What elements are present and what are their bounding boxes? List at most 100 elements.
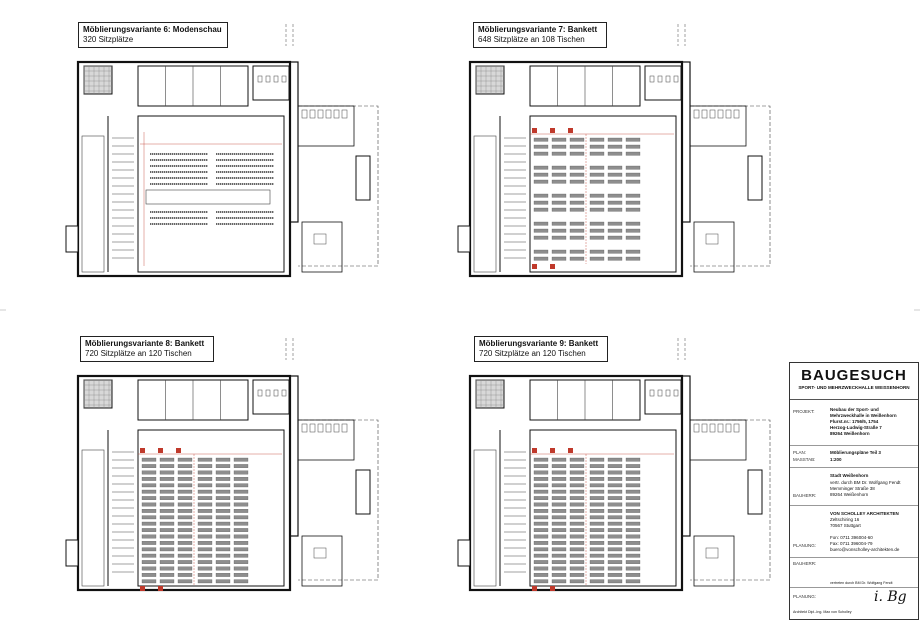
banquet-table — [215, 489, 231, 494]
banquet-table — [569, 464, 585, 468]
banquet-table — [141, 515, 157, 520]
stair-block — [475, 379, 505, 409]
banquet-table — [197, 521, 213, 526]
banquet-table — [569, 144, 585, 149]
plan-row: PLAN: Möblierungspläne Teil 3 MASSTAB: 1… — [790, 445, 918, 468]
banquet-table — [625, 249, 641, 254]
banquet-table — [533, 235, 549, 240]
banquet-table — [625, 528, 641, 532]
banquet-table — [607, 137, 623, 142]
banquet-table — [197, 496, 213, 500]
banquet-table — [233, 489, 249, 494]
client-line: Stadt Weißenhorn — [830, 473, 869, 478]
scale-key: MASSTAB: — [793, 457, 816, 462]
floor-plan-8 — [65, 338, 379, 592]
banquet-table — [197, 560, 213, 564]
project-line: Neubau der Sport- und — [830, 407, 879, 412]
banquet-table — [551, 235, 567, 240]
banquet-table — [159, 541, 175, 545]
banquet-table — [141, 573, 157, 577]
banquet-table — [141, 528, 157, 532]
banquet-table — [589, 515, 605, 520]
banquet-table — [589, 200, 605, 205]
banquet-table — [607, 477, 623, 481]
banquet-table — [233, 560, 249, 564]
banquet-table — [197, 534, 213, 539]
planner-signature-key: PLANUNG: — [793, 594, 817, 599]
banquet-table — [569, 249, 585, 254]
banquet-table — [159, 515, 175, 520]
project-line: 89264 Weißenhorn — [830, 431, 870, 436]
banquet-table — [607, 464, 623, 468]
wc-fixture — [657, 75, 663, 83]
banquet-table — [159, 509, 175, 513]
banquet-table — [533, 165, 549, 170]
stair-block — [475, 65, 505, 95]
banquet-table — [569, 207, 585, 212]
scale-value: 1:200 — [830, 457, 842, 462]
banquet-table — [533, 528, 549, 532]
banquet-table — [177, 464, 193, 468]
banquet-table — [233, 470, 249, 475]
banquet-table — [589, 528, 605, 532]
banquet-table — [569, 541, 585, 545]
banquet-table — [177, 541, 193, 545]
kitchen-fixture — [313, 233, 327, 245]
banquet-table — [233, 547, 249, 552]
locker — [301, 109, 308, 119]
banquet-table — [625, 228, 641, 233]
banquet-table — [607, 179, 623, 184]
wc-fixture — [265, 389, 271, 397]
banquet-table — [569, 165, 585, 170]
banquet-table — [177, 566, 193, 571]
kitchen — [693, 535, 735, 587]
banquet-table — [197, 509, 213, 513]
emergency-marker — [140, 448, 145, 453]
planner-key: PLANUNG: — [793, 543, 817, 548]
main-hall — [137, 429, 285, 587]
banquet-table — [607, 151, 623, 156]
banquet-table — [533, 534, 549, 539]
entrance-block — [747, 155, 763, 201]
wc-fixture — [257, 389, 263, 397]
client-signature-caption: vertreten durch BM Dr. Wolfgang Fendt — [830, 581, 893, 585]
banquet-table — [607, 489, 623, 494]
banquet-table — [159, 521, 175, 526]
banquet-table — [533, 464, 549, 468]
banquet-table — [197, 457, 213, 462]
banquet-table — [233, 573, 249, 577]
banquet-table — [141, 509, 157, 513]
banquet-table — [589, 470, 605, 475]
banquet-table — [589, 228, 605, 233]
banquet-table — [551, 172, 567, 177]
banquet-table — [159, 470, 175, 475]
banquet-table — [197, 489, 213, 494]
banquet-table — [233, 509, 249, 513]
banquet-table — [607, 483, 623, 488]
banquet-table — [177, 528, 193, 532]
wc-fixture — [649, 75, 655, 83]
title-block: BAUGESUCH SPORT- UND MEHRZWECKHALLE WEIS… — [789, 362, 919, 620]
locker — [733, 109, 740, 119]
banquet-table — [177, 502, 193, 507]
banquet-table — [625, 515, 641, 520]
banquet-table — [569, 521, 585, 526]
banquet-table — [215, 566, 231, 571]
wall-segment — [289, 61, 299, 223]
banquet-table — [233, 477, 249, 481]
wc-fixture — [273, 389, 279, 397]
banquet-table — [215, 509, 231, 513]
emergency-marker — [532, 264, 537, 269]
plan-label-7: Möblierungsvariante 7: Bankett 648 Sitzp… — [473, 22, 607, 48]
banquet-table — [589, 457, 605, 462]
foyer — [689, 419, 747, 461]
banquet-table — [607, 144, 623, 149]
planner-line: Fon: 0711 396004-60 — [830, 535, 873, 540]
banquet-table — [551, 547, 567, 552]
signature: i. Bg — [874, 589, 907, 605]
banquet-table — [607, 256, 623, 261]
banquet-table — [177, 521, 193, 526]
banquet-table — [589, 464, 605, 468]
banquet-table — [625, 193, 641, 198]
locker — [333, 109, 340, 119]
